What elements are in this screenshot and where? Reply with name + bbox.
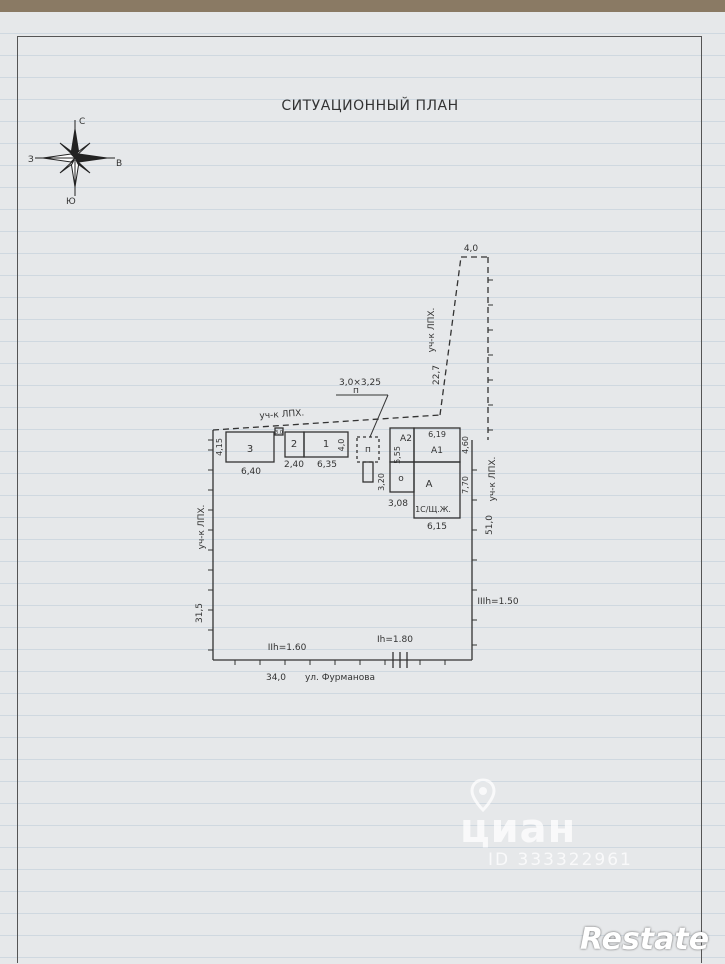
neighbor-corridor-label: уч-к ЛПХ. — [427, 308, 437, 353]
building-a-width: 6,15 — [427, 522, 447, 532]
boundary-ticks — [208, 279, 493, 665]
plot-boundary-dashed — [212, 256, 489, 440]
right-length-label: 51,0 — [485, 515, 495, 535]
building-p-lower — [362, 461, 374, 483]
shed-callout — [336, 394, 389, 438]
building-a-subtitle: 1С/Щ.Ж. — [415, 505, 451, 514]
fence-ii-label: IIh=1.60 — [268, 643, 307, 653]
building-1-depth: 4,0 — [337, 439, 346, 452]
compass-west: З — [28, 155, 34, 165]
bottom-length-label: 34,0 — [266, 673, 286, 683]
compass-rose-icon — [35, 120, 115, 196]
corridor-width-label: 4,0 — [464, 244, 479, 254]
shed-size-label: 3,0×3,25 — [339, 378, 381, 388]
building-3-depth: 4,15 — [215, 438, 224, 456]
building-a2-label: А2 — [400, 434, 412, 444]
fence-iii-label: IIIh=1.50 — [477, 597, 519, 607]
building-a-label: А — [426, 479, 433, 490]
building-a2-dim: 5,55 — [393, 446, 402, 464]
building-2-label: 2 — [291, 439, 297, 450]
building-a1-label: А1 — [431, 446, 443, 456]
drawing-frame — [17, 36, 702, 963]
plan-title: СИТУАЦИОННЫЙ ПЛАН — [281, 98, 459, 114]
compass-north: С — [79, 117, 85, 127]
shed-p-label: п — [365, 445, 371, 455]
building-o-depth: 3,20 — [377, 473, 386, 491]
compass-south: Ю — [66, 197, 76, 207]
building-3-label: 3 — [247, 444, 253, 455]
building-2-width: 2,40 — [284, 460, 304, 470]
watermark-id: ID 333322961 — [488, 850, 633, 870]
building-a-depth: 7,70 — [461, 476, 470, 494]
plot-boundary — [212, 430, 473, 661]
paper-sheet — [0, 12, 725, 964]
building-o-label: о — [398, 474, 404, 484]
building-a1-width: 6,19 — [428, 430, 446, 439]
building-1-label: 1 — [323, 439, 329, 450]
building-3-width: 6,40 — [241, 467, 261, 477]
corridor-left — [439, 256, 462, 416]
building-3 — [225, 431, 275, 463]
left-length-label: 31,5 — [195, 603, 205, 623]
compass-east: В — [116, 159, 122, 169]
neighbor-left-label: уч-к ЛПХ. — [197, 505, 207, 550]
building-small-label: 3,0 — [275, 430, 283, 436]
buildings — [225, 427, 461, 519]
location-pin-icon — [470, 778, 496, 812]
boundary-top — [212, 414, 441, 431]
watermark-brand: циан — [460, 806, 577, 852]
shed-callout-label: п — [353, 386, 359, 396]
building-a1-depth: 4,60 — [461, 436, 470, 454]
neighbor-top-label: уч-к ЛПХ. — [259, 408, 304, 421]
neighbor-right-label: уч-к ЛПХ. — [488, 457, 498, 502]
watermark-restate: Restate — [580, 922, 710, 957]
gate-icon — [392, 652, 408, 668]
corridor-length-label: 22,7 — [432, 365, 442, 385]
building-a — [413, 461, 461, 519]
fence-i-label: Ih=1.80 — [377, 635, 413, 645]
building-1 — [303, 431, 349, 458]
building-o-width: 3,08 — [388, 499, 408, 509]
building-1-width: 6,35 — [317, 460, 337, 470]
building-small — [274, 427, 284, 436]
street-label: ул. Фурманова — [305, 673, 375, 683]
